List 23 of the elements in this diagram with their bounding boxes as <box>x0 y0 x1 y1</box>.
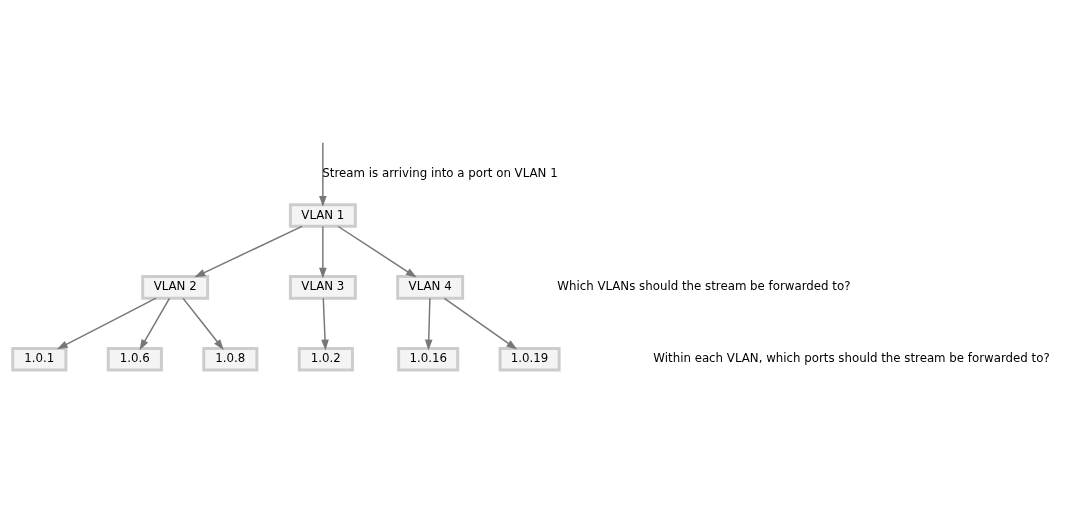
node-box: VLAN 1 <box>288 202 357 228</box>
arrow <box>337 225 417 278</box>
node-box: VLAN 4 <box>396 274 465 300</box>
label: Within each VLAN, which ports should the stream be forwarded to? <box>653 350 1050 365</box>
arrow <box>182 297 224 350</box>
node-box: 1.0.19 <box>498 346 561 372</box>
arrow <box>319 141 327 207</box>
arrow <box>321 297 329 350</box>
node-box: VLAN 3 <box>288 274 357 300</box>
arrow <box>424 297 433 350</box>
node-box: 1.0.6 <box>106 346 163 372</box>
arrow <box>319 225 327 279</box>
arrow <box>443 297 518 350</box>
arrow <box>56 296 157 349</box>
node-box: 1.0.16 <box>397 346 460 372</box>
node-box: VLAN 2 <box>141 274 210 300</box>
node-box: 1.0.1 <box>11 346 68 372</box>
edge-label: Stream is arriving into a port on VLAN 1 <box>322 165 558 180</box>
arrow <box>194 225 303 277</box>
node-box: 1.0.2 <box>297 346 354 372</box>
label: Which VLANs should the stream be forwarded to? <box>557 278 851 293</box>
arrow <box>139 297 171 350</box>
node-box: 1.0.8 <box>202 346 259 372</box>
